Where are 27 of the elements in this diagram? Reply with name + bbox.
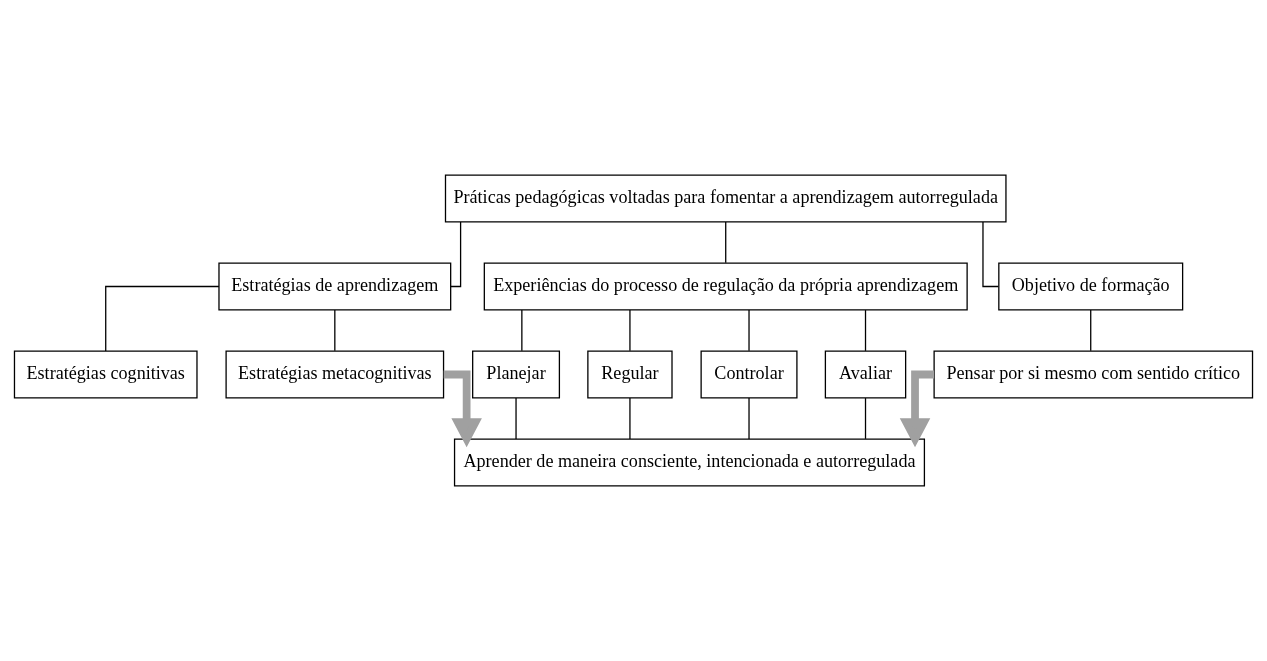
node-box: Estratégias metacognitivas [225,350,445,399]
connector [521,309,523,352]
node-box: Planejar [472,350,561,399]
node-box: Controlar [700,350,798,399]
connector [629,397,631,440]
connector [450,221,462,288]
connector [864,397,867,440]
node-box: Avaliar [824,350,907,399]
node-box: Pensar por si mesmo com sentido crítico [933,350,1254,399]
connector [725,221,727,264]
node-box: Experiências do processo de regulação da própria aprendizagem [483,262,968,311]
connector [1090,309,1092,352]
node-box: Aprender de maneira consciente, intencionada e autorregulada [453,438,926,487]
connector [334,309,336,352]
connector [748,309,750,352]
connector [515,397,517,440]
arrow [443,370,482,448]
node-box: Regular [587,350,673,399]
node-box: Estratégias cognitivas [13,350,198,399]
connector [629,309,631,352]
arrow [899,370,935,448]
connector [105,285,220,352]
node-box: Objetivo de formação [998,262,1184,311]
node-box: Estratégias de aprendizagem [218,262,452,311]
connector [864,309,867,352]
node-box: Práticas pedagógicas voltadas para fomentar a aprendizagem autorregulada [444,174,1007,223]
connector [748,397,750,440]
